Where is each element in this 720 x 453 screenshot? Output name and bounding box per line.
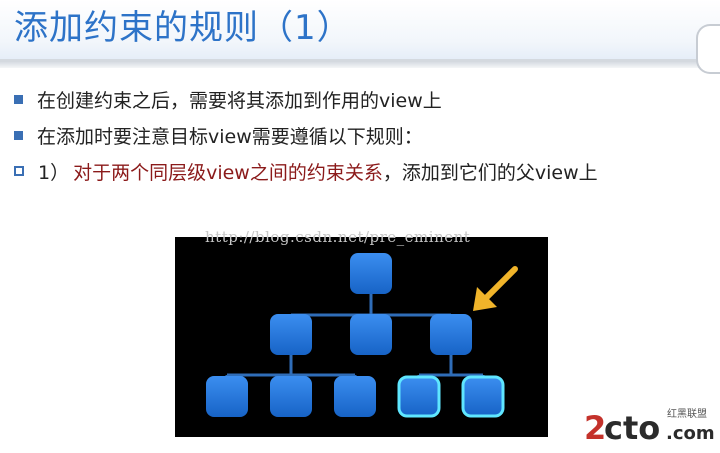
svg-text:cto: cto [604,409,660,447]
square-bullet-icon [14,130,23,140]
arrow-icon [473,266,518,311]
child-view-node [350,314,392,355]
bullet-item: 在添加时要注意目标view需要遵循以下规则： [14,122,598,148]
svg-text:红黑联盟: 红黑联盟 [667,407,707,420]
bullet-text: 在添加时要注意目标view需要遵循以下规则： [37,125,423,148]
watermark-url: http://blog.csdn.net/pre_eminent [205,228,471,246]
bullet-item: 1） 对于两个同层级view之间的约束关系 ，添加到它们的父view上 [14,158,598,184]
title-bar: 添加约束的规则（1） [0,0,720,62]
bullet-item: 在创建约束之后，需要将其添加到作用的view上 [14,86,598,112]
corner-tab-decoration [696,24,720,74]
square-bullet-icon [14,94,23,104]
svg-text:2: 2 [584,409,606,447]
highlighted-sibling-node [397,375,441,418]
grandchild-view-node [334,376,376,417]
grandchild-view-node [206,376,248,417]
bullet-highlight-text: 对于两个同层级view之间的约束关系 [73,161,383,184]
root-view-node [350,253,392,294]
bullet-text: ，添加到它们的父view上 [382,161,598,184]
slide-title: 添加约束的规则（1） [14,8,352,48]
logo-graphic: 2 cto 红黑联盟 .com [584,407,715,447]
site-logo: 2 cto 红黑联盟 .com [582,405,718,449]
hollow-square-bullet-icon [14,166,24,176]
view-hierarchy-diagram [175,237,548,437]
bullet-text: 在创建约束之后，需要将其添加到作用的view上 [37,89,442,112]
svg-text:.com: .com [666,423,715,444]
grandchild-view-node [270,376,312,417]
parent-view-node [430,314,472,355]
title-divider [0,62,720,68]
child-view-node [270,314,312,355]
bullet-list: 在创建约束之后，需要将其添加到作用的view上 在添加时要注意目标view需要遵… [14,86,598,194]
highlighted-sibling-node [461,375,505,418]
bullet-number: 1） [38,161,70,184]
tree-graphic [206,253,518,418]
